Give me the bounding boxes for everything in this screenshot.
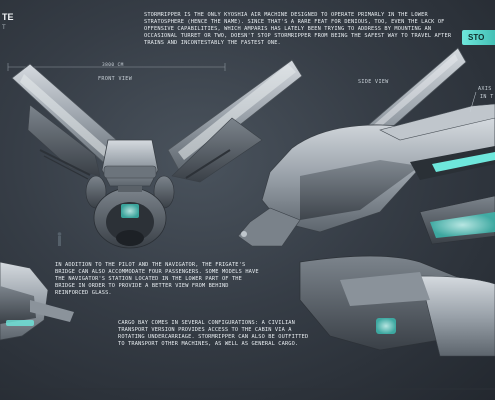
crew-note: IN ADDITION TO THE PILOT AND THE NAVIGAT… — [55, 262, 259, 296]
front-view-left-wing — [11, 63, 129, 180]
callout-line-1: AXIS — [478, 86, 492, 92]
front-view-right-wing — [167, 59, 303, 183]
title-chip-text: STO — [468, 33, 485, 42]
description-text: STORMRIPPER IS THE ONLY KYOSHIA AIR MACH… — [144, 12, 452, 46]
front-view-fuselage — [85, 139, 175, 249]
title-fragment-sub: T — [2, 25, 6, 31]
dimension-line — [7, 63, 226, 71]
callout-pointer — [469, 91, 477, 113]
scale-figure — [57, 232, 62, 246]
side-view-label: SIDE VIEW — [358, 79, 389, 85]
cargo-detail-left — [0, 261, 74, 341]
dimension-label: 3800 cm — [102, 63, 124, 68]
cargo-detail-right — [299, 255, 495, 357]
cargo-note: CARGO BAY COMES IN SEVERAL CONFIGURATION… — [118, 320, 309, 347]
title-chip — [462, 30, 495, 45]
callout-line-2: IN T — [480, 94, 494, 100]
side-view-ship — [237, 47, 495, 247]
front-view-label: FRONT VIEW — [98, 76, 133, 82]
title-fragment: TE — [2, 12, 14, 22]
